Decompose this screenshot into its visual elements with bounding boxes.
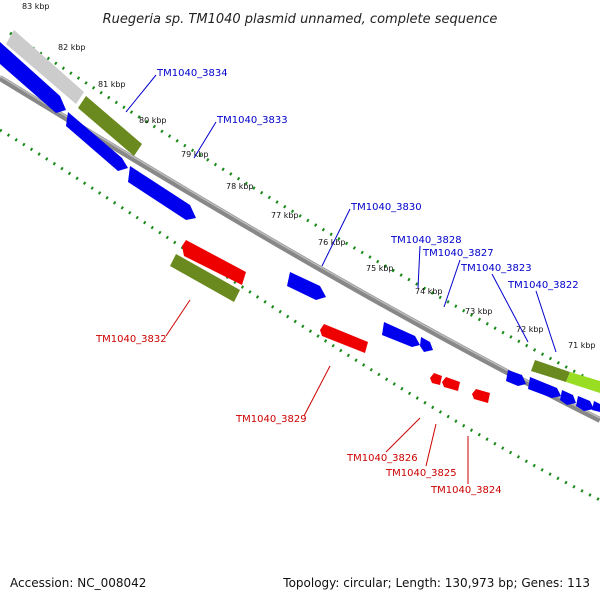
reverse-cds[interactable]: [472, 389, 490, 403]
tick-label: 77 kbp: [271, 211, 299, 220]
forward-cds[interactable]: [382, 322, 420, 347]
tick-label: 81 kbp: [98, 80, 126, 89]
backbone-highlight: [0, 75, 600, 419]
forward-cds[interactable]: [528, 377, 561, 398]
leader-line: [385, 417, 421, 453]
gene-label-forward[interactable]: TM1040_3828: [390, 235, 462, 246]
reverse-features: [182, 240, 490, 403]
tick-label: 73 kbp: [465, 307, 493, 316]
accession-text: Accession: NC_008042: [10, 576, 147, 590]
gene-label-reverse[interactable]: TM1040_3826: [346, 453, 418, 464]
backbone: [0, 75, 600, 423]
leader-line: [193, 121, 217, 159]
forward-cds[interactable]: [287, 272, 326, 300]
tick-label: 71 kbp: [568, 341, 596, 350]
gene-label-forward[interactable]: TM1040_3822: [507, 280, 579, 291]
reverse-gene-labels: TM1040_3832 TM1040_3829 TM1040_3826 TM10…: [95, 334, 502, 496]
gene-label-forward[interactable]: TM1040_3823: [460, 263, 532, 274]
forward-cds[interactable]: [576, 396, 594, 411]
tick-label: 74 kbp: [415, 287, 443, 296]
forward-features: [0, 42, 600, 412]
forward-leaders: [125, 74, 557, 353]
tick-label: 79 kbp: [181, 150, 209, 159]
tick-label: 76 kbp: [318, 238, 346, 247]
leader-line: [417, 245, 421, 289]
forward-cds[interactable]: [66, 112, 128, 171]
forward-cds[interactable]: [128, 166, 196, 220]
tick-label: 82 kbp: [58, 43, 86, 52]
leader-line: [535, 290, 557, 353]
tick-label: 83 kbp: [22, 2, 50, 11]
forward-cds[interactable]: [592, 401, 600, 412]
leader-line: [443, 259, 461, 308]
forward-cds[interactable]: [420, 337, 433, 352]
leader-line: [425, 423, 437, 467]
inner-gc-track: [0, 128, 600, 502]
forward-gene-labels: TM1040_3834 TM1040_3833 TM1040_3830 TM10…: [156, 68, 579, 291]
forward-cds[interactable]: [560, 390, 576, 405]
gene-label-forward[interactable]: TM1040_3827: [422, 248, 494, 259]
rna-feature[interactable]: [566, 372, 600, 393]
leader-line: [125, 74, 157, 113]
rna-feature[interactable]: [78, 96, 142, 156]
topology-summary: Topology: circular; Length: 130,973 bp; …: [283, 576, 590, 590]
leader-line: [321, 208, 351, 267]
gene-label-reverse[interactable]: TM1040_3832: [95, 334, 167, 345]
tick-label: 72 kbp: [516, 325, 544, 334]
forward-cds[interactable]: [0, 42, 66, 113]
gene-label-forward[interactable]: TM1040_3830: [350, 202, 422, 213]
rna-feature[interactable]: [170, 254, 240, 302]
reverse-cds[interactable]: [430, 373, 442, 385]
leader-line: [303, 365, 331, 417]
tick-label: 75 kbp: [366, 264, 394, 273]
rna-feature[interactable]: [531, 360, 570, 382]
tick-labels: 83 kbp 82 kbp 81 kbp 80 kbp 79 kbp 78 kb…: [22, 2, 596, 350]
gene-label-reverse[interactable]: TM1040_3824: [430, 485, 502, 496]
leader-line: [165, 299, 191, 337]
reverse-cds[interactable]: [182, 240, 246, 285]
grey-feature[interactable]: [6, 30, 84, 104]
gene-label-forward[interactable]: TM1040_3833: [216, 115, 288, 126]
reverse-cds[interactable]: [320, 324, 368, 353]
gene-label-forward[interactable]: TM1040_3834: [156, 68, 228, 79]
reverse-leaders: [165, 299, 469, 484]
tick-label: 80 kbp: [139, 116, 167, 125]
forward-cds[interactable]: [506, 370, 526, 386]
gene-label-reverse[interactable]: TM1040_3825: [385, 468, 457, 479]
leader-line: [491, 273, 529, 343]
tick-label: 78 kbp: [226, 182, 254, 191]
map-title: Ruegeria sp. TM1040 plasmid unnamed, com…: [103, 12, 498, 27]
reverse-cds[interactable]: [442, 377, 460, 391]
gene-label-reverse[interactable]: TM1040_3829: [235, 414, 307, 425]
